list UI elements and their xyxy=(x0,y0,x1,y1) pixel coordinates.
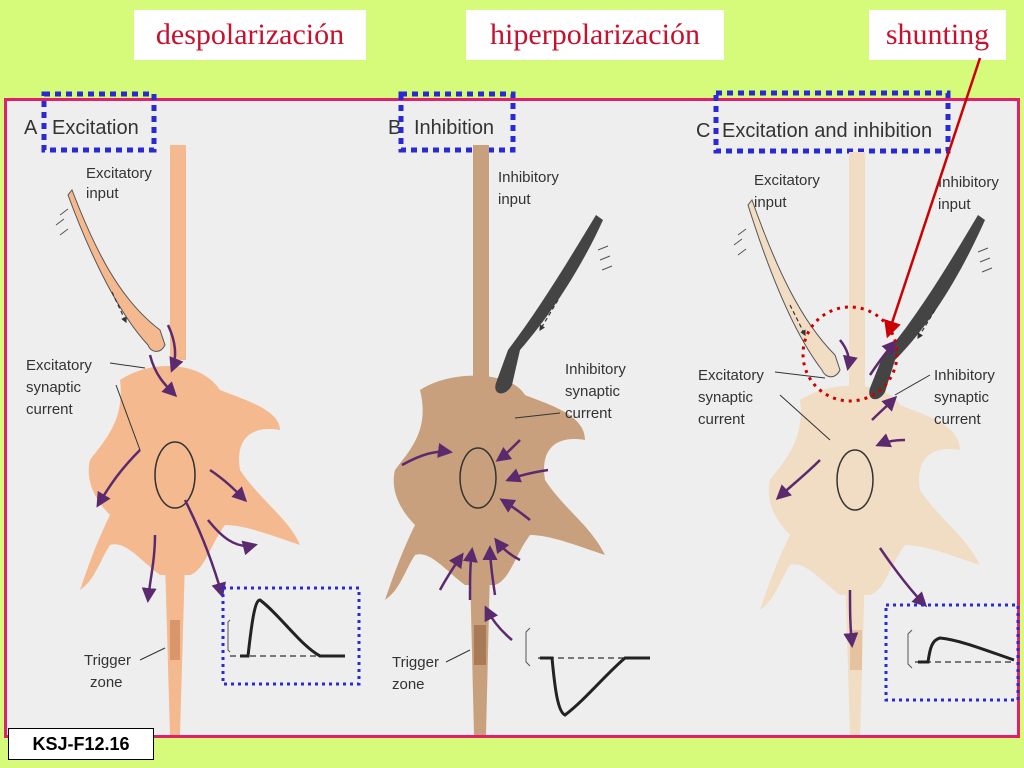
shunting-arrow xyxy=(884,57,982,339)
panel-b-trace-scale xyxy=(525,627,531,667)
panel-a-trigger-label-1: Trigger xyxy=(84,652,131,669)
panel-b-input-label-1: Inhibitory xyxy=(498,169,559,186)
panel-b-letter: B xyxy=(388,117,401,139)
panel-a-apical-dendrite xyxy=(170,145,186,360)
panel-b-trigger-label-1: Trigger xyxy=(392,654,439,671)
panel-c-excitatory-axon xyxy=(747,198,841,378)
panel-a-title: Excitation xyxy=(52,117,139,139)
panel-c-letter: C xyxy=(696,120,710,142)
panel-b-ipsp-trace xyxy=(540,656,650,717)
panel-c-exc-current-label-2: synaptic xyxy=(698,389,754,406)
panel-c-inh-direction-arrow xyxy=(917,309,936,340)
panel-c-inh-current-label-1: Inhibitory xyxy=(934,367,995,384)
panel-a-trigger-label-2: zone xyxy=(90,674,123,691)
panel-c-shunting-circle xyxy=(801,305,899,403)
panel-a-current-label-2: synaptic xyxy=(26,379,82,396)
panel-c-inh-current-leader xyxy=(894,374,931,396)
panel-a-current-label-3: current xyxy=(26,401,74,418)
panel-a-input-label-1: Excitatory xyxy=(86,165,152,182)
panel-a-trace-scale xyxy=(227,619,231,653)
panel-a-nucleus xyxy=(154,441,196,509)
panel-b-title-box xyxy=(398,91,516,153)
panel-b-input-label-2: input xyxy=(498,191,531,208)
panel-a-current-leader xyxy=(109,362,146,451)
panel-c-nucleus xyxy=(836,449,874,511)
panel-b-title: Inhibition xyxy=(414,117,494,139)
panel-c-apical-dendrite xyxy=(849,152,865,390)
label-depolarization: despolarización xyxy=(134,10,366,60)
panel-c-title: Excitation and inhibition xyxy=(722,120,932,142)
panel-c-exc-direction-arrow xyxy=(789,304,806,337)
panel-a-input-label-2: input xyxy=(86,185,119,202)
panel-a: A Excitation Excitatory input Excitatory… xyxy=(24,91,361,735)
panel-a-input-direction-arrow xyxy=(111,291,127,324)
panel-c-exc-current-leader xyxy=(774,371,831,441)
panel-c-exc-input-label-1: Excitatory xyxy=(754,172,820,189)
panel-a-letter: A xyxy=(24,117,38,139)
panel-c-exc-electrode-icon xyxy=(733,228,747,256)
panel-b-trigger-zone xyxy=(474,625,486,665)
panel-b-trigger-leader xyxy=(445,649,471,663)
panel-c-inh-input-label-2: input xyxy=(938,196,971,213)
panel-b-current-arrows xyxy=(401,439,549,641)
panel-b-current-label-3: current xyxy=(565,405,613,422)
panel-a-epsp-trace xyxy=(240,598,345,658)
panel-c-exc-current-label-1: Excitatory xyxy=(698,367,764,384)
panel-c-shunted-trace xyxy=(918,636,1015,664)
panel-a-current-arrows xyxy=(96,324,258,603)
panel-c-title-box xyxy=(713,90,951,154)
panel-a-soma xyxy=(80,366,300,590)
panel-c-current-arrows xyxy=(775,339,928,648)
panel-a-trace-box xyxy=(221,586,361,686)
panel-a-electrode-icon xyxy=(55,208,69,236)
panel-a-trigger-leader xyxy=(139,647,166,661)
panel-b-electrode-icon xyxy=(597,245,613,271)
panel-b-apical-dendrite xyxy=(473,145,489,380)
panel-c-inhibitory-axon xyxy=(869,215,985,400)
panel-c-exc-input-label-2: input xyxy=(754,194,787,211)
label-hyperpolarization: hiperpolarización xyxy=(466,10,724,60)
label-shunting: shunting xyxy=(869,10,1006,60)
panel-c-trace-box xyxy=(884,603,1020,702)
panel-b: B Inhibition Inhibitory input Inhibitory… xyxy=(385,91,650,735)
panel-a-current-label-1: Excitatory xyxy=(26,357,92,374)
panel-c: C Excitation and inhibition Excitatory i… xyxy=(696,57,1020,735)
panel-a-input-axon xyxy=(67,189,166,352)
panel-b-current-leader xyxy=(514,412,561,419)
panel-c-inh-input-label-1: Inhibitory xyxy=(938,174,999,191)
panel-c-inh-current-label-2: synaptic xyxy=(934,389,990,406)
panel-c-exc-current-label-3: current xyxy=(698,411,746,428)
panel-c-trace-scale xyxy=(907,629,913,669)
panel-b-current-label-2: synaptic xyxy=(565,383,621,400)
panel-b-input-direction-arrow xyxy=(539,299,559,332)
figure-id-tag: KSJ-F12.16 xyxy=(8,728,154,760)
panel-c-inh-electrode-icon xyxy=(977,247,993,273)
panel-b-trigger-label-2: zone xyxy=(392,676,425,693)
panel-b-input-axon xyxy=(495,215,603,394)
panel-b-current-label-1: Inhibitory xyxy=(565,361,626,378)
panel-c-inh-current-label-3: current xyxy=(934,411,982,428)
panel-a-title-box xyxy=(41,91,157,153)
panel-b-nucleus xyxy=(459,447,497,509)
panel-a-trigger-zone xyxy=(170,620,180,660)
